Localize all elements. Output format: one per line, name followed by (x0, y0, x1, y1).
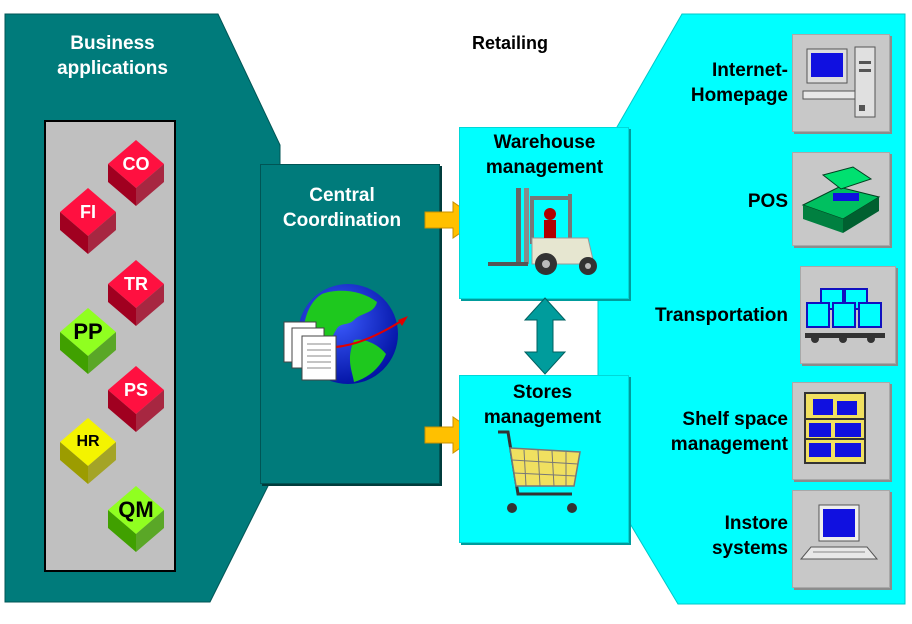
module-tr-tile (108, 260, 164, 326)
retail-item-icon-box (792, 152, 890, 246)
module-qm-label: QM (118, 497, 154, 522)
desktop-computer-icon (802, 46, 876, 118)
documents-icon (283, 321, 337, 381)
stores-management-box (459, 375, 629, 543)
module-ps-tile (108, 366, 164, 432)
retail-item-label: Internet-Homepage (690, 60, 788, 106)
retail-item-icon-box (792, 34, 890, 132)
retail-item-label: Transportation (654, 305, 788, 326)
business-applications-title: Business applications (57, 33, 168, 79)
retail-item-icon-box (800, 266, 896, 364)
trucks-icon (805, 288, 885, 343)
retailing-title: Retailing (471, 33, 548, 53)
retail-item-label: POS (747, 191, 788, 212)
module-co-label: CO (122, 154, 150, 174)
module-hr-label: HR (76, 433, 100, 450)
module-fi-tile (60, 188, 116, 254)
module-hr-tile (60, 418, 116, 484)
shopping-cart-icon (498, 430, 581, 513)
module-pp-label: PP (73, 319, 103, 344)
retail-item-icon-box (792, 382, 890, 480)
shelf-icon (804, 392, 866, 464)
forklift-icon (488, 188, 597, 275)
central-coordination-title: Central Coordination (282, 185, 402, 231)
laptop-icon (799, 504, 879, 560)
module-ps-label: PS (123, 380, 148, 400)
module-pp-tile (60, 308, 116, 374)
retail-item-icon-box (792, 490, 890, 588)
warehouse-management-title: Warehouse management (485, 132, 604, 178)
cash-register-icon (801, 166, 881, 233)
module-fi-label: FI (80, 202, 96, 222)
module-qm-tile (108, 486, 164, 552)
bidirectional-arrow-icon (523, 297, 567, 375)
stores-management-title: Stores management (483, 382, 602, 428)
module-tr-label: TR (124, 274, 148, 294)
module-co-tile (108, 140, 164, 206)
